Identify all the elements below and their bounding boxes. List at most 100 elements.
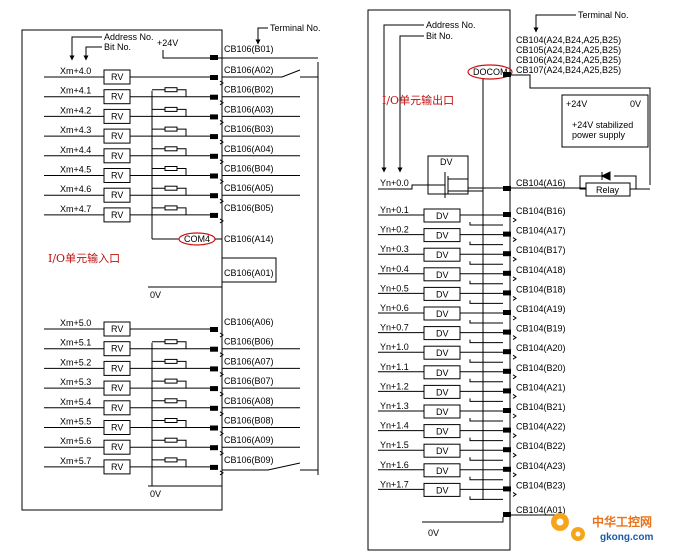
output-terminal-label: CB104(B22) bbox=[516, 441, 566, 451]
left-bit-pointer bbox=[83, 46, 102, 61]
dv-driver-box bbox=[423, 404, 461, 419]
rv-receiver-box bbox=[103, 168, 131, 183]
output-address: Yn+0.3 bbox=[380, 244, 409, 254]
output-return-wire bbox=[469, 359, 503, 363]
pull-resistor bbox=[164, 146, 178, 152]
dv-driver-box bbox=[423, 463, 461, 478]
dv-driver-box bbox=[423, 326, 461, 341]
terminal-arrow-icon bbox=[512, 413, 517, 419]
terminal-arrow-icon bbox=[219, 450, 224, 456]
rv-receiver-box bbox=[103, 108, 131, 124]
terminal-arrow-icon bbox=[512, 491, 517, 497]
output-address: Yn+0.6 bbox=[380, 303, 409, 313]
output-address: Yn+1.4 bbox=[380, 421, 409, 431]
input-address: Xm+5.7 bbox=[60, 456, 91, 466]
dv-transistor-label: DV bbox=[440, 157, 453, 167]
input-address: Xm+4.2 bbox=[60, 105, 91, 115]
watermark: 中华工控网 gkong.com bbox=[551, 513, 653, 543]
docom-external-wire bbox=[511, 74, 651, 185]
pull-resistor bbox=[164, 457, 178, 463]
output-return-wire bbox=[469, 280, 503, 285]
dv-label: DV bbox=[436, 427, 449, 437]
pull-resistor-wire bbox=[152, 108, 187, 117]
dv-label: DV bbox=[436, 466, 449, 476]
output-terminal-label: CB104(A22) bbox=[516, 422, 566, 432]
dv-label: DV bbox=[436, 368, 449, 378]
terminal-arrow-icon bbox=[219, 100, 224, 106]
rv-receiver-box bbox=[103, 439, 131, 455]
dv-label: DV bbox=[436, 309, 449, 319]
right-terminal-no-label: Terminal No. bbox=[578, 10, 629, 20]
input-terminal-pad bbox=[210, 193, 218, 199]
rv-label: RV bbox=[111, 131, 123, 141]
output-return-wire bbox=[469, 378, 503, 383]
rv-receiver-box bbox=[103, 360, 131, 376]
rv-label: RV bbox=[111, 210, 123, 220]
top-terminal-1: CB105(A24,B24,A25,B25) bbox=[516, 45, 621, 55]
output-return-wire bbox=[469, 398, 503, 402]
output-address: Yn+0.4 bbox=[380, 264, 409, 274]
power-supply-plus: +24V bbox=[566, 99, 587, 109]
pull-resistor-wire bbox=[152, 187, 187, 196]
terminal-arrow-icon bbox=[219, 332, 224, 338]
terminal-arrow-icon bbox=[219, 470, 224, 476]
left-address-no-label: Address No. bbox=[104, 32, 154, 42]
pull-resistor-wire bbox=[152, 128, 187, 137]
right-last-terminal: CB104(A01) bbox=[516, 505, 566, 515]
output-terminal-pad bbox=[503, 310, 511, 315]
right-address-pointer bbox=[381, 24, 424, 173]
b09-switch bbox=[222, 462, 301, 471]
relay-wiring bbox=[579, 175, 650, 190]
input-terminal-pad bbox=[210, 346, 218, 352]
dv-driver-box bbox=[423, 482, 461, 497]
input-terminal-label: CB106(B02) bbox=[224, 85, 274, 95]
terminal-arrow-icon bbox=[512, 237, 517, 243]
terminal-arrow-icon bbox=[219, 218, 224, 224]
input-address: Xm+5.1 bbox=[60, 338, 91, 348]
output-terminal-pad bbox=[503, 368, 511, 374]
dv-label: DV bbox=[436, 270, 449, 280]
pull-resistor bbox=[164, 398, 178, 404]
output-terminal-pad bbox=[503, 270, 511, 276]
output-terminal-label: CB104(B18) bbox=[516, 284, 566, 294]
output-row: Yn+1.4DV CB104(A22) bbox=[378, 421, 566, 442]
input-address: Xm+5.4 bbox=[60, 397, 91, 407]
a01-terminal-label: CB106(A01) bbox=[224, 268, 274, 278]
input-address: Xm+4.1 bbox=[60, 86, 91, 96]
input-terminal-pad bbox=[210, 94, 218, 100]
pull-resistor bbox=[164, 378, 178, 384]
input-terminal-label: CB106(A05) bbox=[224, 183, 274, 193]
rv-receiver-box bbox=[103, 128, 131, 144]
dv-driver-box bbox=[423, 208, 461, 223]
docom-label: DOCOM bbox=[473, 67, 508, 77]
output-return-wire bbox=[469, 457, 503, 461]
rv-label: RV bbox=[111, 423, 123, 433]
terminal-arrow-icon bbox=[219, 352, 224, 358]
left-address-pointer bbox=[69, 36, 102, 61]
input-terminal-pad bbox=[210, 405, 218, 411]
terminal-arrow-icon bbox=[219, 411, 224, 417]
output-terminal-label: CB104(B20) bbox=[516, 363, 566, 373]
pull-resistor bbox=[164, 339, 178, 345]
output-return-wire bbox=[469, 300, 503, 304]
output-group-label: I/O单元输出口 bbox=[382, 93, 454, 107]
power-supply-box bbox=[561, 94, 649, 148]
output-terminal-pad bbox=[503, 290, 511, 296]
input-terminal-label: CB106(B08) bbox=[224, 416, 274, 426]
pull-resistor-wire bbox=[152, 168, 187, 176]
terminal-arrow-icon bbox=[512, 374, 517, 380]
left-terminal-no-label: Terminal No. bbox=[270, 23, 321, 33]
pull-resistor-wire bbox=[152, 341, 187, 349]
dv-label: DV bbox=[436, 485, 449, 495]
terminal-arrow-icon bbox=[219, 371, 224, 377]
terminal-arrow-icon bbox=[219, 159, 224, 165]
